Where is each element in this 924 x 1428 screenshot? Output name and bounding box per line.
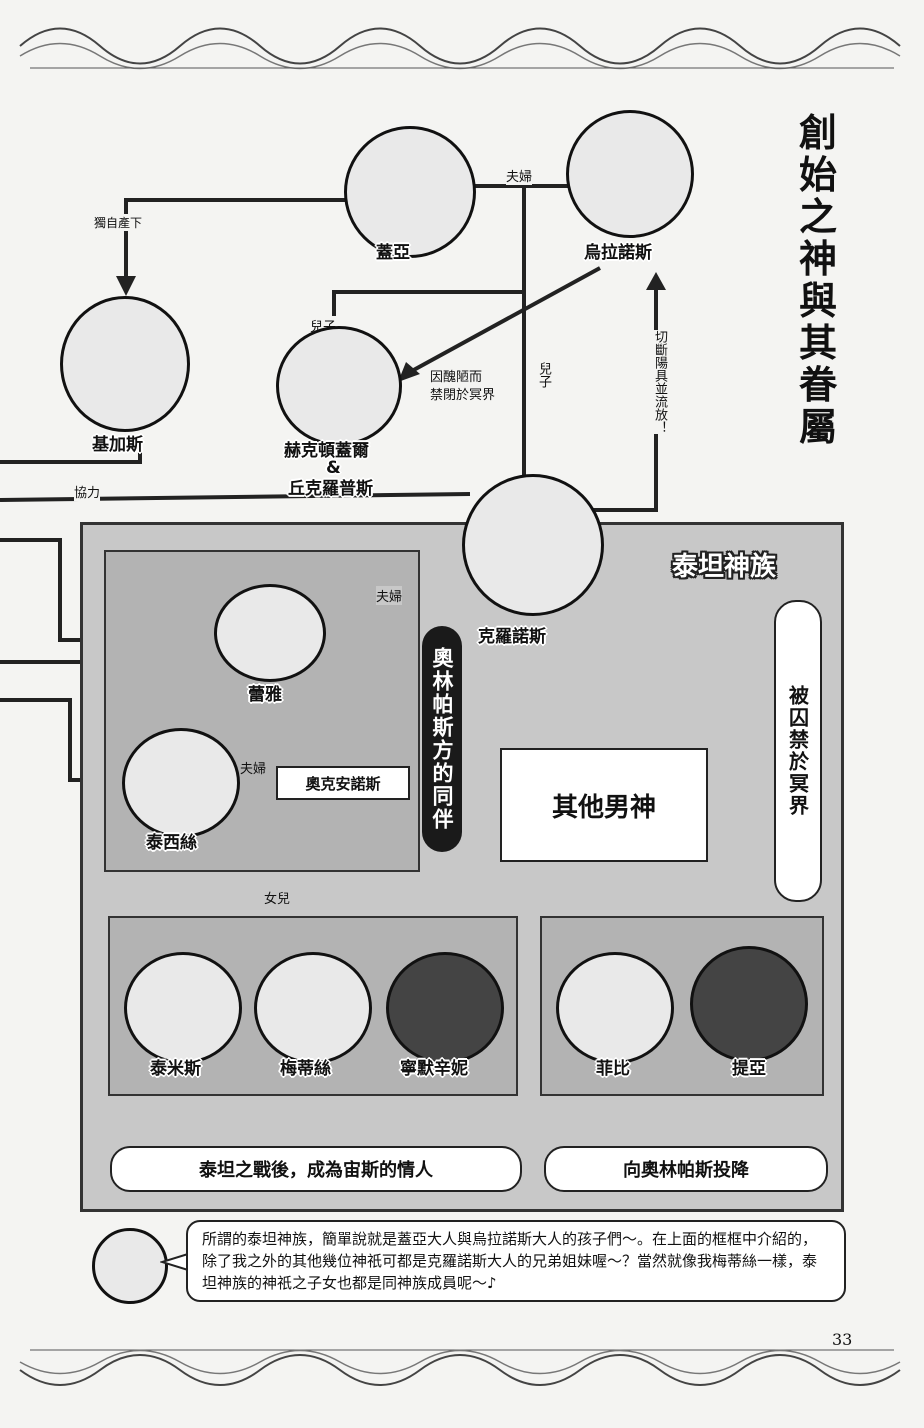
cronus-portrait — [462, 474, 604, 616]
rhea-portrait — [214, 584, 326, 682]
imprisoned-pill: 被囚禁於冥界 — [774, 600, 822, 902]
gaia-name: 蓋亞 — [376, 243, 410, 263]
hecatoncheires-name: 赫克頓蓋爾 — [284, 441, 369, 461]
theia-name: 提亞 — [732, 1059, 766, 1079]
gaia-uranus-label: 夫婦 — [506, 166, 533, 185]
tethys-name: 泰西絲 — [146, 833, 197, 853]
gigas-portrait — [60, 296, 190, 432]
gaia-gigas-label: 獨自產下 — [94, 214, 143, 231]
speech-bubble: 所謂的泰坦神族，簡單說就是蓋亞大人與烏拉諾斯大人的孩子們～。在上面的框框中介紹的… — [186, 1220, 846, 1302]
son-label-2: 兒子 — [536, 362, 551, 388]
page-title: 創始之神與其眷屬 — [798, 110, 837, 449]
metis-portrait — [254, 952, 372, 1064]
gaia-portrait — [344, 126, 476, 258]
phoebe-name: 菲比 — [596, 1059, 630, 1079]
bottom-ornament — [19, 1349, 901, 1386]
phoebe-portrait — [556, 952, 674, 1064]
gigas-name: 基加斯 — [92, 435, 143, 455]
oceanus-box: 奧克安諾斯 — [276, 766, 410, 800]
mnemosyne-name: 寧默辛妮 — [400, 1059, 468, 1079]
oceanus-tethys-label: 夫婦 — [240, 758, 267, 777]
uranus-portrait — [566, 110, 694, 238]
cyclops-name: 丘克羅普斯 — [288, 479, 373, 499]
daughter-label: 女兒 — [264, 888, 291, 907]
outcome-right-pill: 向奧林帕斯投降 — [544, 1146, 828, 1192]
uranus-name: 烏拉諾斯 — [584, 243, 652, 263]
cronus-rhea-label: 夫婦 — [376, 586, 403, 605]
tethys-portrait — [122, 728, 240, 838]
imprison-label-2: 禁閉於冥界 — [430, 384, 496, 403]
top-ornament — [19, 27, 901, 70]
themis-portrait — [124, 952, 242, 1064]
metis-name: 梅蒂絲 — [280, 1059, 331, 1079]
other-gods-box: 其他男神 — [500, 748, 708, 862]
mnemosyne-silhouette — [386, 952, 504, 1064]
theia-silhouette — [690, 946, 808, 1062]
titan-title: 泰坦神族 — [672, 552, 777, 582]
imprison-label-1: 因醜陋而 — [430, 366, 483, 385]
metis-avatar — [92, 1228, 168, 1304]
themis-name: 泰米斯 — [150, 1059, 201, 1079]
ampersand: & — [326, 458, 341, 478]
page-number: 33 — [832, 1330, 853, 1349]
cooperate-label: 協力 — [74, 482, 101, 501]
cronus-name: 克羅諾斯 — [478, 627, 546, 647]
castrate-label: 切斷陽具並流放！ — [652, 330, 667, 434]
rhea-name: 蕾雅 — [248, 685, 282, 705]
olympus-side-pill: 奧林帕斯方的同伴 — [422, 626, 462, 852]
hecatoncheires-portrait — [276, 326, 402, 446]
outcome-left-pill: 泰坦之戰後，成為宙斯的情人 — [110, 1146, 522, 1192]
